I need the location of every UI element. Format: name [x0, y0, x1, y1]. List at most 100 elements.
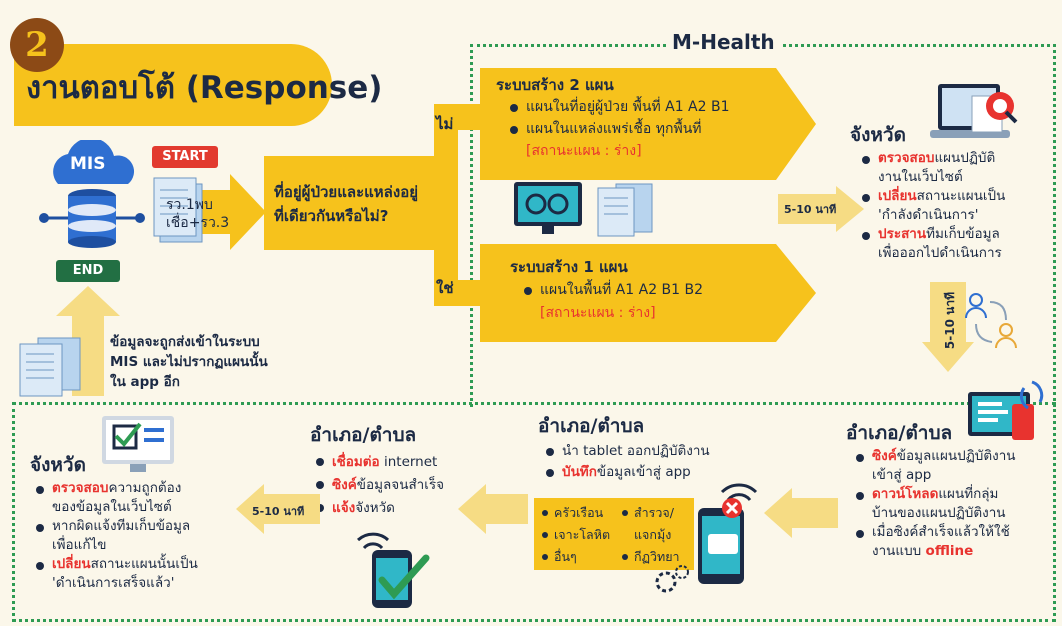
arrow-right-to-mid: [764, 488, 838, 538]
record-types-grid: ครัวเรือน สำรวจ/ เจาะโลหิต แจกมุ้ง อื่นๆ…: [542, 502, 702, 568]
item-text: แผนที่กลุ่ม: [938, 486, 999, 502]
item-cont: เพื่อออกไปดำเนินการ: [878, 245, 1002, 261]
province-top-list: ตรวจสอบแผนปฏิบัติงานในเว็บไซต์ เปลี่ยนสถ…: [860, 149, 1050, 263]
item-text: เมื่อซิงค์สำเร็จแล้วให้ใช้: [872, 524, 1010, 540]
province-top-item: ตรวจสอบแผนปฏิบัติงานในเว็บไซต์: [860, 149, 1050, 187]
item-highlight: ตรวจสอบ: [878, 150, 935, 166]
tablet-sync-icon: [968, 380, 1044, 440]
item-cont: งานแบบ: [872, 543, 926, 559]
item-highlight: เชื่อมต่อ: [332, 454, 380, 470]
province-bottom-item: หากผิดแจ้งทีมเก็บข้อมูลเพื่อแก้ไข: [34, 517, 240, 555]
documents-icon: [597, 183, 653, 237]
end-badge: END: [56, 260, 120, 282]
yes-label: ใช่: [436, 279, 454, 297]
district-mid-item: บันทึกข้อมูลเข้าสู่ app: [544, 462, 768, 483]
timing-right-top: 5-10 นาที: [784, 203, 837, 216]
district-right-list: ซิงค์ข้อมูลแผนปฏิบัติงานเข้าสู่ app ดาวน…: [854, 447, 1056, 561]
plan1-box: ระบบสร้าง 1 แผน แผนในพื้นที่ A1 A2 B1 B2…: [510, 256, 800, 325]
step-number: 2: [10, 18, 64, 72]
item-cont: 'กำลังดำเนินการ': [878, 207, 979, 223]
arrow-mid-to-left: [458, 484, 528, 534]
timing-bottom-left: 5-10 นาที: [252, 505, 305, 518]
record-types-box: [534, 498, 694, 570]
document-stack-icon: [19, 337, 81, 397]
province-bottom: จังหวัด ตรวจสอบความถูกต้องของข้อมูลในเว็…: [30, 456, 240, 593]
plan1-item: แผนในพื้นที่ A1 A2 B1 B2: [522, 279, 800, 302]
record-type-label: แจกมุ้ง: [634, 527, 672, 542]
item-text: ข้อมูลเข้าสู่ app: [596, 464, 691, 480]
item-cont: งานในเว็บไซต์: [878, 169, 963, 185]
question-line1: ที่อยู่ผู้ป่วยและแหล่งอยู่: [274, 183, 418, 201]
item-cont: 'ดำเนินการเสร็จแล้ว': [52, 575, 175, 591]
timing-right-vertical: 5-10 นาที: [943, 292, 957, 350]
item-highlight: ซิงค์: [332, 477, 357, 493]
item-highlight: ประสาน: [878, 226, 927, 242]
document-icon: [153, 177, 203, 243]
page-title: งานตอบโต้ (Response): [26, 70, 383, 106]
district-left-item: แจ้งจังหวัด: [314, 497, 490, 520]
item-highlight: เปลี่ยน: [52, 556, 91, 572]
phone-error-icon: [655, 483, 758, 593]
district-left-list: เชื่อมต่อ internet ซิงค์ข้อมูลจนสำเร็จ แ…: [314, 451, 490, 520]
item-text: สถานะแผนนั้นเป็น: [90, 556, 198, 572]
item-highlight: ดาวน์โหลด: [872, 486, 939, 502]
question-arrow: [264, 104, 486, 306]
laptop-search-icon: [930, 84, 1018, 138]
plan2-item: แผนในแหล่งแพร่เชื้อ ทุกพื้นที่: [508, 118, 796, 140]
province-bottom-item: เปลี่ยนสถานะแผนนั้นเป็น 'ดำเนินการเสร็จแล…: [34, 555, 240, 593]
record-type-label: เจาะโลหิต: [554, 527, 611, 542]
mis-label: MIS: [70, 154, 106, 174]
timing-arrow-bottom: [236, 484, 320, 534]
mhealth-region-bottom: [12, 402, 1056, 622]
district-right-title: อำเภอ/ตำบล: [846, 422, 953, 444]
forms-line1: รว.1พบ: [166, 197, 213, 213]
item-highlight: แจ้ง: [332, 500, 356, 516]
plan2-title: ระบบสร้าง 2 แผน: [496, 76, 614, 94]
plan2-box: ระบบสร้าง 2 แผน แผนในที่อยู่ผู้ป่วย พื้น…: [496, 74, 796, 162]
record-type: ครัวเรือน: [542, 502, 622, 524]
item-text: ข้อมูลจนสำเร็จ: [356, 477, 445, 493]
title-banner: [14, 44, 332, 126]
question-line2: ที่เดียวกันหรือไม่?: [274, 207, 389, 225]
item-text: แผนปฏิบัติ: [934, 150, 996, 166]
question-text: ที่อยู่ผู้ป่วยและแหล่งอยู่ ที่เดียวกันหร…: [274, 180, 418, 228]
phone-check-icon: [356, 532, 430, 608]
district-left-item: ซิงค์ข้อมูลจนสำเร็จ: [314, 474, 490, 497]
plan2-arrow: [480, 68, 816, 180]
plan1-list: แผนในพื้นที่ A1 A2 B1 B2: [522, 279, 800, 302]
province-top-title: จังหวัด: [850, 124, 906, 146]
district-mid-title: อำเภอ/ตำบล: [538, 415, 645, 437]
province-bottom-title: จังหวัด: [30, 454, 86, 476]
province-bottom-list: ตรวจสอบความถูกต้องของข้อมูลในเว็บไซต์ หา…: [34, 479, 240, 593]
back-line3: ใน app อีก: [110, 374, 180, 390]
record-type: สำรวจ/: [622, 502, 702, 524]
item-text: ความถูกต้อง: [108, 480, 182, 496]
record-type-label: อื่นๆ: [554, 549, 577, 564]
record-type-label: สำรวจ/: [634, 505, 674, 520]
province-bottom-item: ตรวจสอบความถูกต้องของข้อมูลในเว็บไซต์: [34, 479, 240, 517]
province-top-item: เปลี่ยนสถานะแผนเป็น'กำลังดำเนินการ': [860, 187, 1050, 225]
item-highlight: เปลี่ยน: [878, 188, 917, 204]
district-mid: อำเภอ/ตำบล นำ tablet ออกปฏิบัติงาน บันทึ…: [538, 416, 768, 483]
plan2-status: [สถานะแผน : ร่าง]: [526, 143, 642, 159]
record-type: กีฏวิทยา: [622, 546, 702, 568]
item-tail: offline: [925, 543, 974, 559]
forms-text: รว.1พบ เชื่อ+รว.3: [166, 196, 229, 232]
item-text: ข้อมูลแผนปฏิบัติงาน: [896, 448, 1016, 464]
mhealth-label: M-Health: [666, 30, 781, 54]
record-type-label: ครัวเรือน: [554, 505, 604, 520]
district-left-item: เชื่อมต่อ internet: [314, 451, 490, 474]
people-network-icon: [965, 293, 1017, 349]
plan1-title: ระบบสร้าง 1 แผน: [510, 258, 628, 276]
district-mid-list: นำ tablet ออกปฏิบัติงาน บันทึกข้อมูลเข้า…: [544, 441, 768, 483]
item-text: หากผิดแจ้งทีมเก็บข้อมูล: [52, 518, 191, 534]
record-type-label: กีฏวิทยา: [634, 549, 680, 564]
district-left-title: อำเภอ/ตำบล: [310, 424, 417, 446]
province-top: จังหวัด ตรวจสอบแผนปฏิบัติงานในเว็บไซต์ เ…: [850, 126, 1050, 263]
monitor-gear-icon: [514, 182, 582, 234]
plan1-status: [สถานะแผน : ร่าง]: [540, 305, 656, 321]
back-line1: ข้อมูลจะถูกส่งเข้าในระบบ: [110, 334, 260, 350]
timing-arrow-down: [922, 282, 974, 372]
item-highlight: บันทึก: [562, 464, 597, 480]
item-text: internet: [379, 454, 438, 470]
